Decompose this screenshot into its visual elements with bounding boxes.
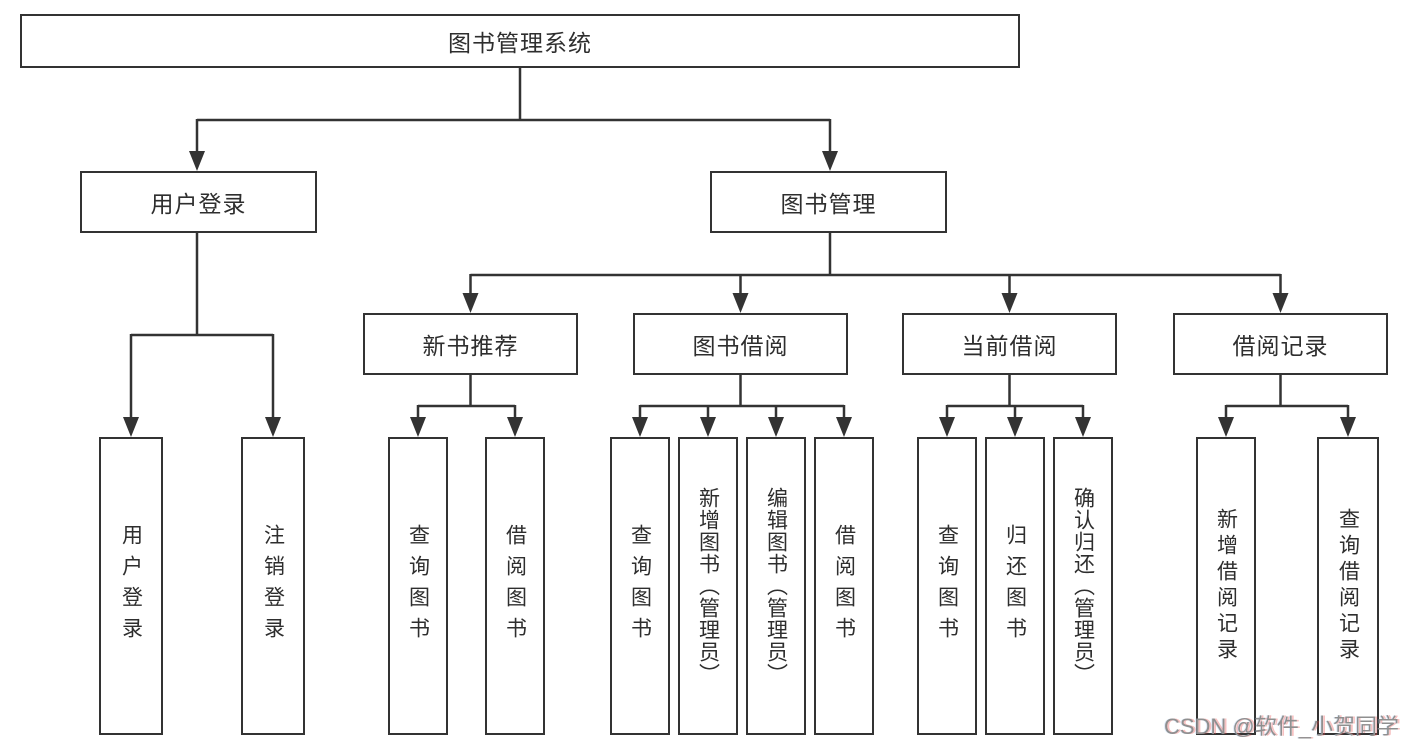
node-edit-books-admin: 编辑图书（管理员） — [746, 437, 806, 735]
node-current-borrowing: 当前借阅 — [902, 313, 1117, 375]
node-return-books: 归还图书 — [985, 437, 1045, 735]
arrowheads — [123, 151, 1356, 437]
node-confirm-return-admin: 确认归还（管理员） — [1053, 437, 1113, 735]
node-label: 查询借阅记录 — [1336, 508, 1360, 664]
node-label: 注销登录 — [261, 524, 285, 648]
node-label: 确认归还（管理员） — [1071, 487, 1095, 685]
node-label: 归还图书 — [1003, 524, 1027, 648]
node-borrow-books-borrow: 借阅图书 — [814, 437, 874, 735]
node-label: 查询图书 — [406, 524, 430, 648]
node-root-system: 图书管理系统 — [20, 14, 1020, 68]
node-label: 用户登录 — [119, 524, 143, 648]
node-borrow-books-recommend: 借阅图书 — [485, 437, 545, 735]
node-label: 新增借阅记录 — [1214, 508, 1238, 664]
csdn-watermark: CSDN @软件_小贺同学 — [1163, 714, 1399, 739]
node-logout-leaf: 注销登录 — [241, 437, 305, 735]
node-query-books-borrow: 查询图书 — [610, 437, 670, 735]
node-add-borrow-record: 新增借阅记录 — [1196, 437, 1256, 735]
node-label: 借阅图书 — [832, 524, 856, 648]
node-label: 借阅图书 — [503, 524, 527, 648]
node-query-borrow-record: 查询借阅记录 — [1317, 437, 1379, 735]
node-label: 编辑图书（管理员） — [764, 487, 788, 685]
node-user-login-group: 用户登录 — [80, 171, 317, 233]
node-new-book-recommend: 新书推荐 — [363, 313, 578, 375]
node-add-books-admin: 新增图书（管理员） — [678, 437, 738, 735]
node-label: 查询图书 — [935, 524, 959, 648]
node-label: 查询图书 — [628, 524, 652, 648]
node-book-borrowing: 图书借阅 — [633, 313, 848, 375]
node-user-login-leaf: 用户登录 — [99, 437, 163, 735]
node-query-books-recommend: 查询图书 — [388, 437, 448, 735]
node-book-management: 图书管理 — [710, 171, 947, 233]
connector-paths — [129, 68, 1350, 419]
node-label: 新增图书（管理员） — [696, 487, 720, 685]
node-query-books-current: 查询图书 — [917, 437, 977, 735]
node-borrowing-records: 借阅记录 — [1173, 313, 1388, 375]
